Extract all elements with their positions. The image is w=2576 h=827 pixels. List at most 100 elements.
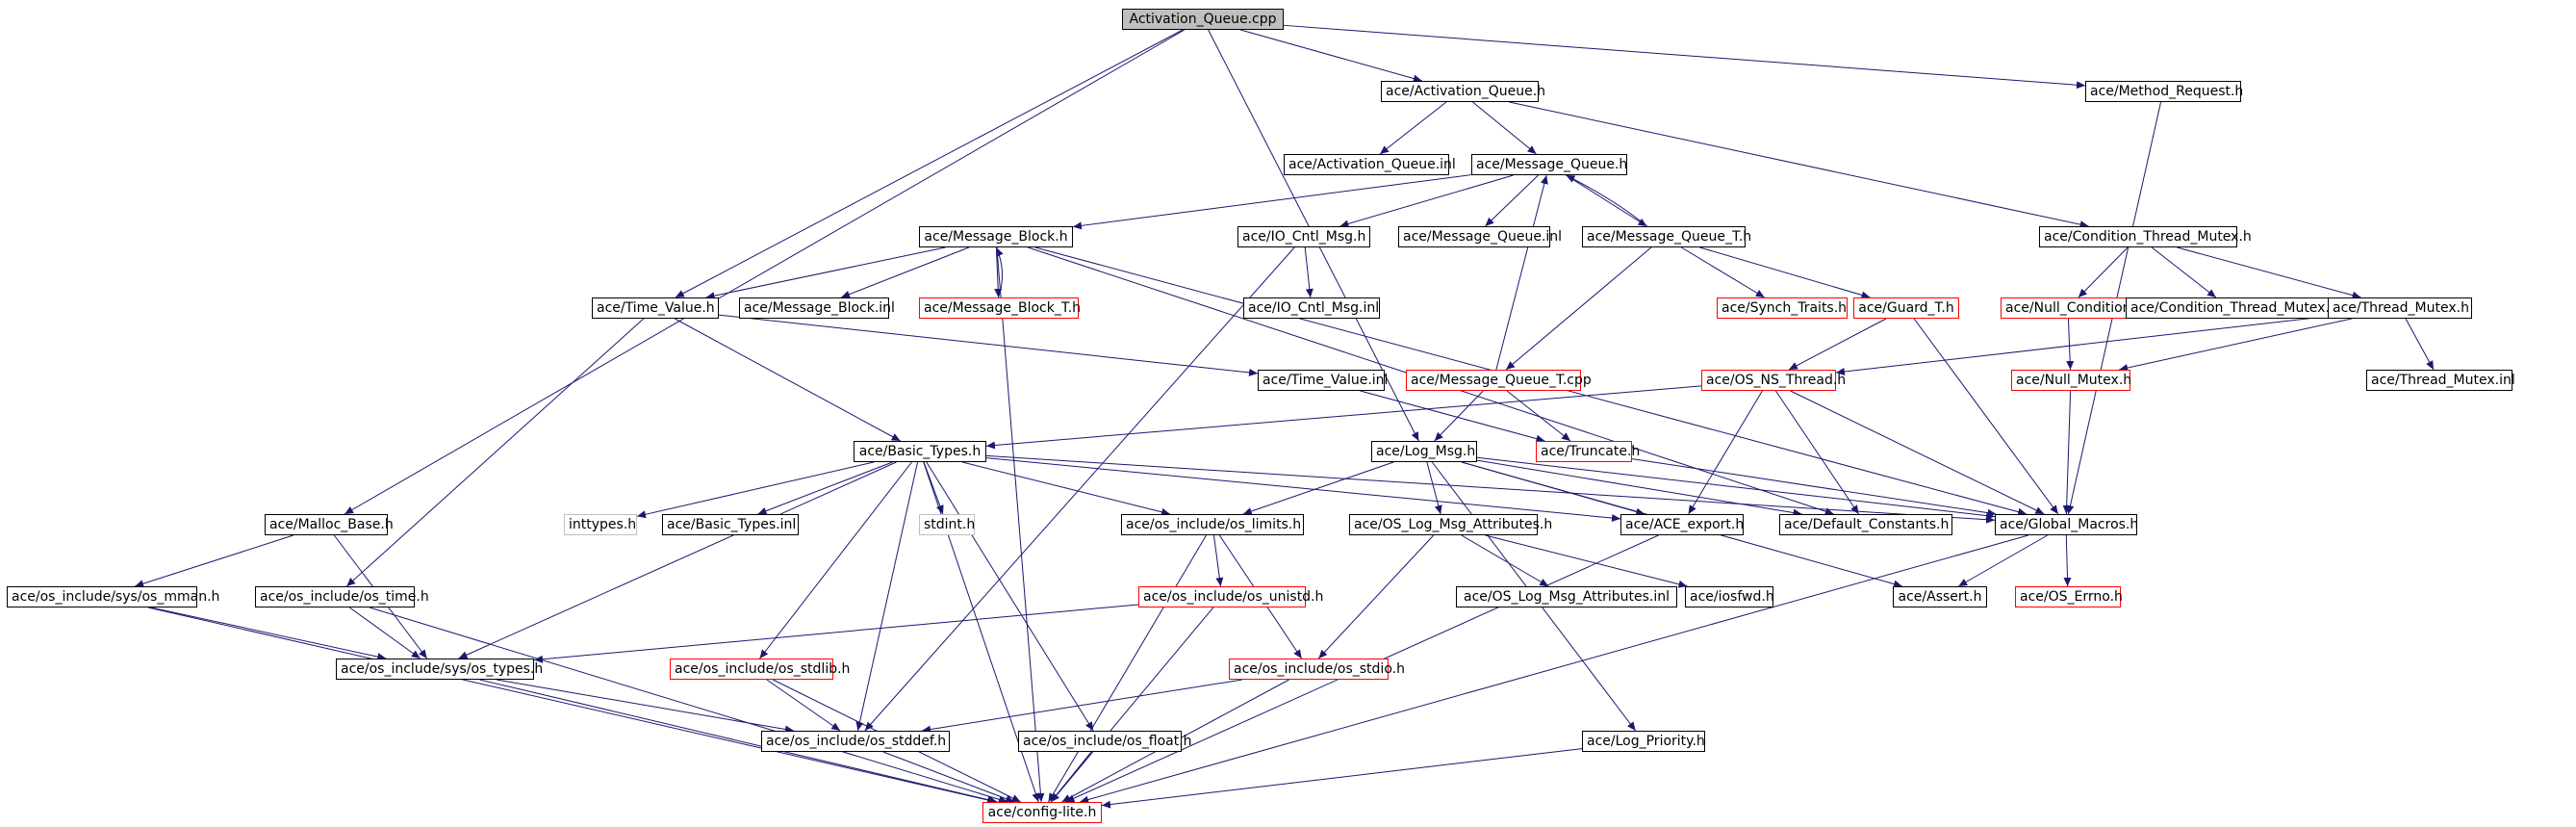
graph-node-defc[interactable]: ace/Default_Constants.h	[1779, 514, 1952, 535]
graph-node-bt-h[interactable]: ace/Basic_Types.h	[854, 441, 986, 462]
graph-node-ctm-h[interactable]: ace/Condition_Thread_Mutex.h	[2039, 226, 2252, 247]
edge-bt-h-to-gm-h	[985, 454, 1996, 524]
graph-node-iosfwd[interactable]: ace/iosfwd.h	[1685, 586, 1774, 607]
graph-node-mbt-h[interactable]: ace/Message_Block_T.h	[919, 297, 1081, 319]
edge-osns-h-to-aexp	[1688, 390, 1763, 515]
graph-node-mqt-cpp[interactable]: ace/Message_Queue_T.cpp	[1406, 370, 1592, 391]
edge-osstdio-to-osstddef	[922, 679, 1242, 734]
edge-osstdlib-to-osstddef	[766, 679, 841, 732]
edge-bt-h-to-aexp	[985, 457, 1621, 522]
edge-tr-h-to-gm-h	[1631, 458, 1997, 517]
graph-node-lm-h[interactable]: ace/Log_Msg.h	[1371, 441, 1477, 462]
graph-node-cfg[interactable]: ace/config-lite.h	[982, 802, 1102, 823]
edge-systypes-to-osstddef	[497, 679, 794, 734]
graph-node-inttypes[interactable]: inttypes.h	[564, 514, 637, 535]
edge-ostime-to-systypes	[348, 607, 421, 659]
graph-node-osstdio[interactable]: ace/os_include/os_stdio.h	[1229, 659, 1405, 680]
graph-node-tr-h[interactable]: ace/Truncate.h	[1536, 441, 1640, 462]
edge-bt-h-to-systypes	[458, 461, 897, 659]
graph-node-stdint[interactable]: stdint.h	[919, 514, 975, 535]
graph-node-systypes[interactable]: ace/os_include/sys/os_types.h	[336, 659, 543, 680]
edge-osns-h-to-defc	[1774, 390, 1860, 515]
edge-lm-h-to-oslim	[1242, 461, 1394, 515]
edge-gt-h-to-gm-h	[1913, 318, 2059, 515]
graph-node-mb-h[interactable]: ace/Message_Block.h	[919, 226, 1073, 247]
edge-bt-h-to-oslim	[961, 461, 1171, 516]
graph-node-aq-h[interactable]: ace/Activation_Queue.h	[1381, 81, 1545, 102]
edge-tm-h-to-osns-h	[1835, 316, 2329, 375]
graph-node-mr-h[interactable]: ace/Method_Request.h	[2085, 81, 2243, 102]
graph-node-osfloat[interactable]: ace/os_include/os_float.h	[1018, 731, 1192, 752]
graph-node-mman[interactable]: ace/os_include/sys/os_mman.h	[7, 586, 219, 607]
edge-lp-h-to-cfg	[1101, 748, 1583, 809]
edge-nm-h-to-gm-h	[2062, 390, 2072, 515]
graph-node-oslma-inl[interactable]: ace/OS_Log_Msg_Attributes.inl	[1456, 586, 1677, 607]
graph-node-root[interactable]: Activation_Queue.cpp	[1122, 9, 1284, 30]
edge-mbt-h-to-mb-h	[995, 246, 1004, 298]
graph-node-tv-h[interactable]: ace/Time_Value.h	[592, 297, 719, 319]
edge-bt-h-to-stdint	[923, 461, 944, 515]
graph-node-ioc-h[interactable]: ace/IO_Cntl_Msg.h	[1237, 226, 1370, 247]
graph-node-aexp[interactable]: ace/ACE_export.h	[1620, 514, 1744, 535]
edge-tv-h-to-ostime	[345, 318, 645, 587]
graph-node-osstddef[interactable]: ace/os_include/os_stddef.h	[761, 731, 950, 752]
graph-node-oserrno[interactable]: ace/OS_Errno.h	[2015, 586, 2123, 607]
graph-node-aq-inl[interactable]: ace/Activation_Queue.inl	[1284, 154, 1456, 175]
edge-bt-h-to-osstdlib	[759, 461, 912, 659]
graph-node-ioc-inl[interactable]: ace/IO_Cntl_Msg.inl	[1243, 297, 1380, 319]
graph-node-lp-h[interactable]: ace/Log_Priority.h	[1582, 731, 1705, 752]
graph-node-ctm-inl[interactable]: ace/Condition_Thread_Mutex.inl	[2126, 297, 2346, 319]
edge-mqt-cpp-to-lm-h	[1434, 390, 1484, 442]
graph-node-oslma[interactable]: ace/OS_Log_Msg_Attributes.h	[1349, 514, 1552, 535]
edge-mb-h-to-cfg	[996, 246, 1045, 803]
graph-node-nm-h[interactable]: ace/Null_Mutex.h	[2011, 370, 2131, 391]
edge-nc-h-to-nm-h	[2066, 318, 2075, 371]
edge-oslma-to-iosfwd	[1485, 534, 1688, 588]
graph-node-nc-h[interactable]: ace/Null_Condition.h	[2001, 297, 2144, 319]
graph-node-osuni[interactable]: ace/os_include/os_unistd.h	[1138, 586, 1323, 607]
edge-oslim-to-osuni	[1212, 534, 1224, 587]
edge-lm-h-to-oslma	[1426, 461, 1442, 515]
graph-node-gt-h[interactable]: ace/Guard_T.h	[1853, 297, 1959, 319]
graph-node-st-h[interactable]: ace/Synch_Traits.h	[1717, 297, 1848, 319]
graph-node-tv-inl[interactable]: ace/Time_Value.inl	[1258, 370, 1388, 391]
edge-bt-h-to-bt-inl	[757, 461, 893, 515]
edge-mq-h-to-ioc-h	[1339, 174, 1514, 228]
edge-aq-h-to-ctm-h	[1509, 101, 2089, 229]
graph-node-osstdlib[interactable]: ace/os_include/os_stdlib.h	[670, 659, 850, 680]
edge-systypes-to-cfg	[479, 679, 998, 804]
edge-osuni-to-systypes	[533, 604, 1139, 663]
edge-tv-h-to-bt-h	[675, 318, 901, 442]
edge-ioc-h-to-osstddef	[864, 246, 1295, 732]
edge-root-to-mr-h	[1283, 24, 2086, 90]
graph-node-mb-base[interactable]: ace/Malloc_Base.h	[265, 514, 394, 535]
graph-node-oslim[interactable]: ace/os_include/os_limits.h	[1121, 514, 1304, 535]
edge-oslma-to-oslma-inl	[1461, 534, 1549, 587]
edge-tm-h-to-nm-h	[2119, 318, 2352, 372]
graph-node-mq-h[interactable]: ace/Message_Queue.h	[1471, 154, 1627, 175]
graph-node-bt-inl[interactable]: ace/Basic_Types.inl	[662, 514, 799, 535]
edge-mqt-cpp-to-mq-h	[1495, 174, 1548, 371]
edge-bt-h-to-inttypes	[636, 461, 875, 519]
graph-node-gm-h[interactable]: ace/Global_Macros.h	[1995, 514, 2138, 535]
edge-gm-h-to-oserrno	[2063, 534, 2072, 587]
graph-node-mq-inl[interactable]: ace/Message_Queue.inl	[1398, 226, 1562, 247]
graph-node-tm-inl[interactable]: ace/Thread_Mutex.inl	[2366, 370, 2515, 391]
graph-node-osns-h[interactable]: ace/OS_NS_Thread.h	[1701, 370, 1846, 391]
edge-gt-h-to-osns-h	[1788, 318, 1887, 371]
edge-root-to-tv-h	[675, 29, 1184, 298]
edge-gm-h-to-assert	[1957, 534, 2049, 587]
edge-osstddef-to-cfg	[882, 751, 1015, 803]
graph-node-mb-inl[interactable]: ace/Message_Block.inl	[739, 297, 895, 319]
edge-mb-h-to-mb-inl	[840, 246, 970, 298]
graph-node-mqt-h[interactable]: ace/Message_Queue_T.h	[1582, 226, 1751, 247]
graph-node-assert[interactable]: ace/Assert.h	[1893, 586, 1987, 607]
edge-tv-h-to-tv-inl	[718, 314, 1259, 376]
edge-lm-h-to-defc	[1476, 459, 1802, 517]
graph-node-ostime[interactable]: ace/os_include/os_time.h	[255, 586, 429, 607]
edge-mman-to-systypes	[150, 607, 387, 661]
graph-node-tm-h[interactable]: ace/Thread_Mutex.h	[2328, 297, 2472, 319]
edge-ioc-h-to-ioc-inl	[1304, 246, 1314, 298]
